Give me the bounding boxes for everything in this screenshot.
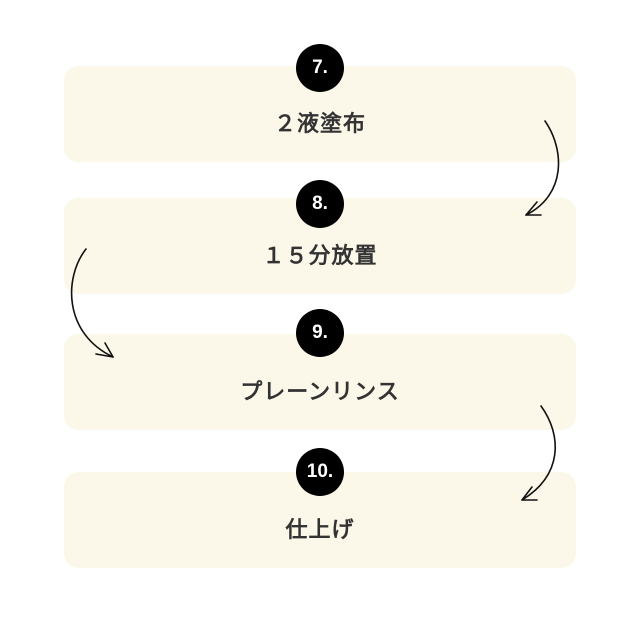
step-number: 9. xyxy=(312,322,328,343)
step-label: １５分放置 xyxy=(262,244,378,269)
step-label: プレーンリンス xyxy=(240,380,400,405)
step-number-badge-7: 7. xyxy=(296,44,344,92)
step-label: 仕上げ xyxy=(285,518,355,543)
step-number: 7. xyxy=(312,57,328,78)
step-label: ２液塗布 xyxy=(273,112,366,137)
step-number: 8. xyxy=(312,193,328,214)
step-card-9: プレーンリンス xyxy=(64,334,576,430)
step-number-badge-10: 10. xyxy=(296,448,344,496)
step-number: 10. xyxy=(306,461,334,482)
step-number-badge-8: 8. xyxy=(296,180,344,228)
step-number-badge-9: 9. xyxy=(296,309,344,357)
